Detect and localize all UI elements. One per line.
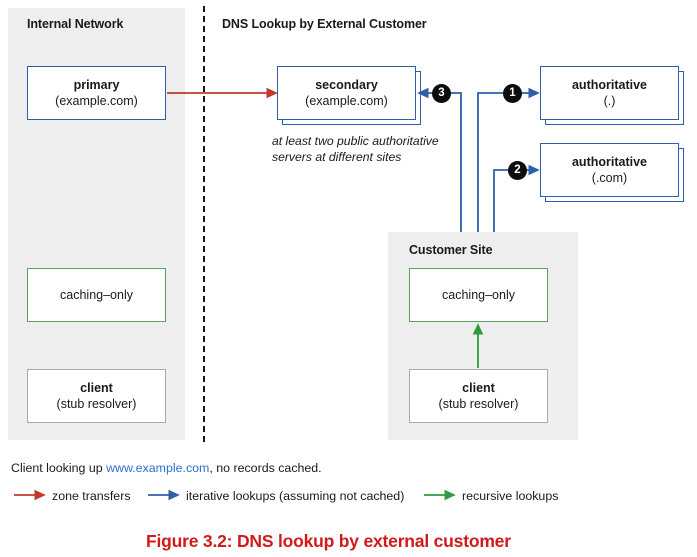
node-authoritative-root[interactable]: authoritative (.) <box>540 66 679 120</box>
node-customer-client-label: client <box>462 380 495 395</box>
node-authoritative-com[interactable]: authoritative (.com) <box>540 143 679 197</box>
badge-step-2: 2 <box>508 161 527 180</box>
caption-suffix: , no records cached. <box>209 461 322 475</box>
figure-title: Figure 3.2: DNS lookup by external custo… <box>146 531 511 551</box>
caption-link[interactable]: www.example.com <box>106 461 210 475</box>
node-authoritative-root-sublabel: (.) <box>603 94 616 108</box>
panel-title-customer-site: Customer Site <box>409 243 493 257</box>
node-internal-caching-only-label: caching–only <box>60 287 133 302</box>
node-primary-label: primary <box>73 77 120 92</box>
panel-title-internal-network: Internal Network <box>27 17 124 31</box>
badge-step-1: 1 <box>503 84 522 103</box>
node-internal-client-label: client <box>80 380 113 395</box>
legend-label-recursive-lookups: recursive lookups <box>462 489 559 503</box>
node-authoritative-root-label: authoritative <box>571 77 647 92</box>
caption-text: Client looking up www.example.com, no re… <box>11 461 322 475</box>
panel-title-external-customer: DNS Lookup by External Customer <box>222 17 427 31</box>
node-secondary-sublabel: (example.com) <box>305 94 388 108</box>
node-customer-caching-only[interactable]: caching–only <box>409 268 548 322</box>
node-primary-sublabel: (example.com) <box>55 94 138 108</box>
node-internal-client-sublabel: (stub resolver) <box>56 397 137 411</box>
secondary-note: at least two public authoritative server… <box>272 134 439 165</box>
badge-step-3: 3 <box>432 84 451 103</box>
arrow-iterative-1-to-auth-root <box>477 87 540 232</box>
node-secondary[interactable]: secondary (example.com) <box>277 66 416 120</box>
node-customer-caching-only-label: caching–only <box>442 287 515 302</box>
legend-label-zone-transfers: zone transfers <box>52 489 131 503</box>
caption-prefix: Client looking up <box>11 461 107 475</box>
node-primary[interactable]: primary (example.com) <box>27 66 166 120</box>
node-internal-caching-only[interactable]: caching–only <box>27 268 166 322</box>
node-authoritative-com-label: authoritative <box>571 154 647 169</box>
node-internal-client[interactable]: client (stub resolver) <box>27 369 166 423</box>
node-customer-client[interactable]: client (stub resolver) <box>409 369 548 423</box>
node-authoritative-com-sublabel: (.com) <box>591 171 628 185</box>
node-customer-client-sublabel: (stub resolver) <box>438 397 519 411</box>
legend-label-iterative-lookups: iterative lookups (assuming not cached) <box>186 489 405 503</box>
node-secondary-label: secondary <box>315 77 378 92</box>
network-boundary-divider <box>203 6 205 442</box>
